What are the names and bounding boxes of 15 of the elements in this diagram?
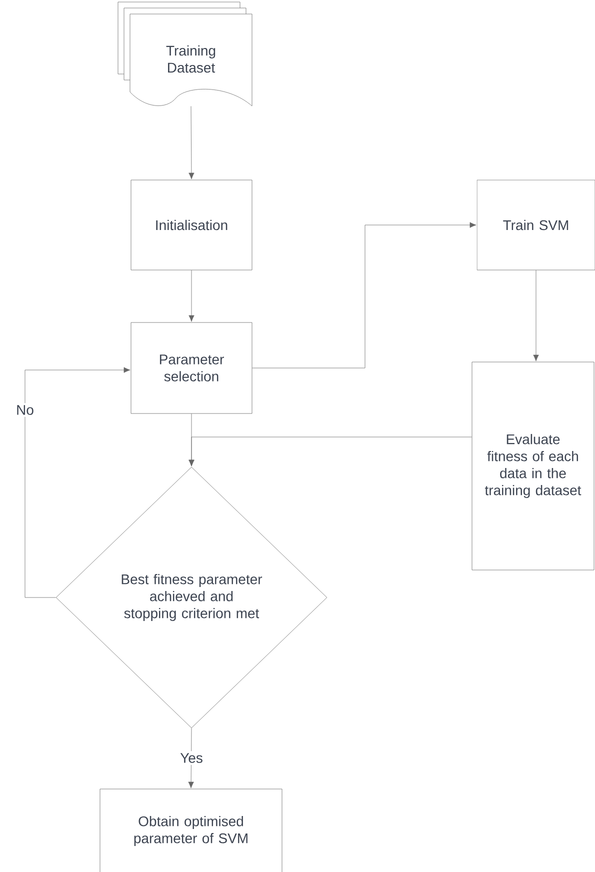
arrow (188, 436, 472, 466)
arrow (533, 270, 539, 362)
process-box: Obtain optimised parameter of SVM (100, 788, 282, 872)
edge-label: No (14, 403, 36, 417)
document-stack: Training Dataset (118, 2, 252, 106)
arrow (252, 222, 476, 368)
edge-label: Yes (178, 751, 205, 765)
process-box: Train SVM (476, 180, 595, 270)
process-box: Initialisation (130, 180, 252, 270)
process-box: Parameter selection (130, 322, 252, 414)
arrow (188, 106, 194, 180)
arrow (188, 270, 194, 322)
arrow (188, 728, 194, 788)
arrow (24, 367, 130, 598)
process-box: Evaluate fitness of each data in the training dataset (472, 362, 594, 570)
